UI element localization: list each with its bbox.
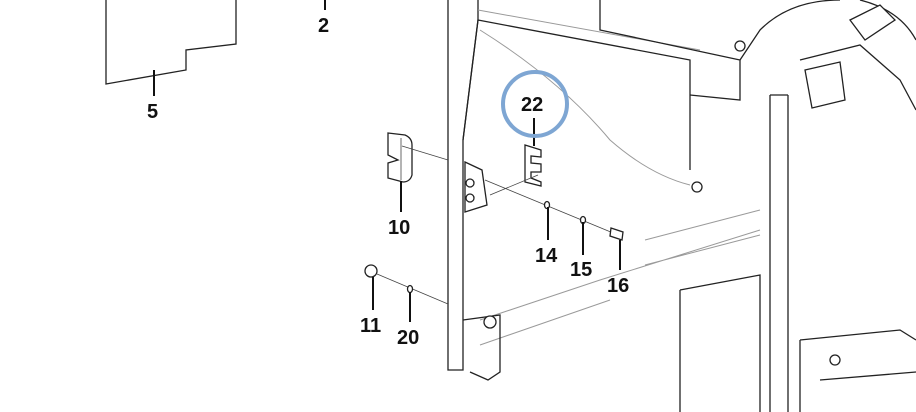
callout-2[interactable]: 2 (318, 15, 329, 37)
highlight-ring-22 (501, 70, 569, 138)
callout-14[interactable]: 14 (535, 245, 558, 267)
callout-15[interactable]: 15 (570, 259, 592, 281)
clip-part-22 (489, 144, 542, 196)
callout-5[interactable]: 5 (147, 101, 158, 123)
callout-22[interactable]: 22 (521, 94, 543, 116)
bolt-part-11 (364, 264, 449, 305)
callout-leaders (153, 0, 621, 322)
callout-20[interactable]: 20 (397, 327, 419, 349)
clip-part-10 (387, 132, 449, 183)
callout-11[interactable]: 11 (360, 315, 381, 337)
callout-10[interactable]: 10 (388, 217, 410, 239)
callout-16[interactable]: 16 (607, 275, 629, 297)
mounting-bracket (464, 160, 488, 213)
frame-structure (447, 0, 916, 412)
panel-part-5 (105, 0, 237, 85)
bolt-assembly (484, 179, 624, 241)
